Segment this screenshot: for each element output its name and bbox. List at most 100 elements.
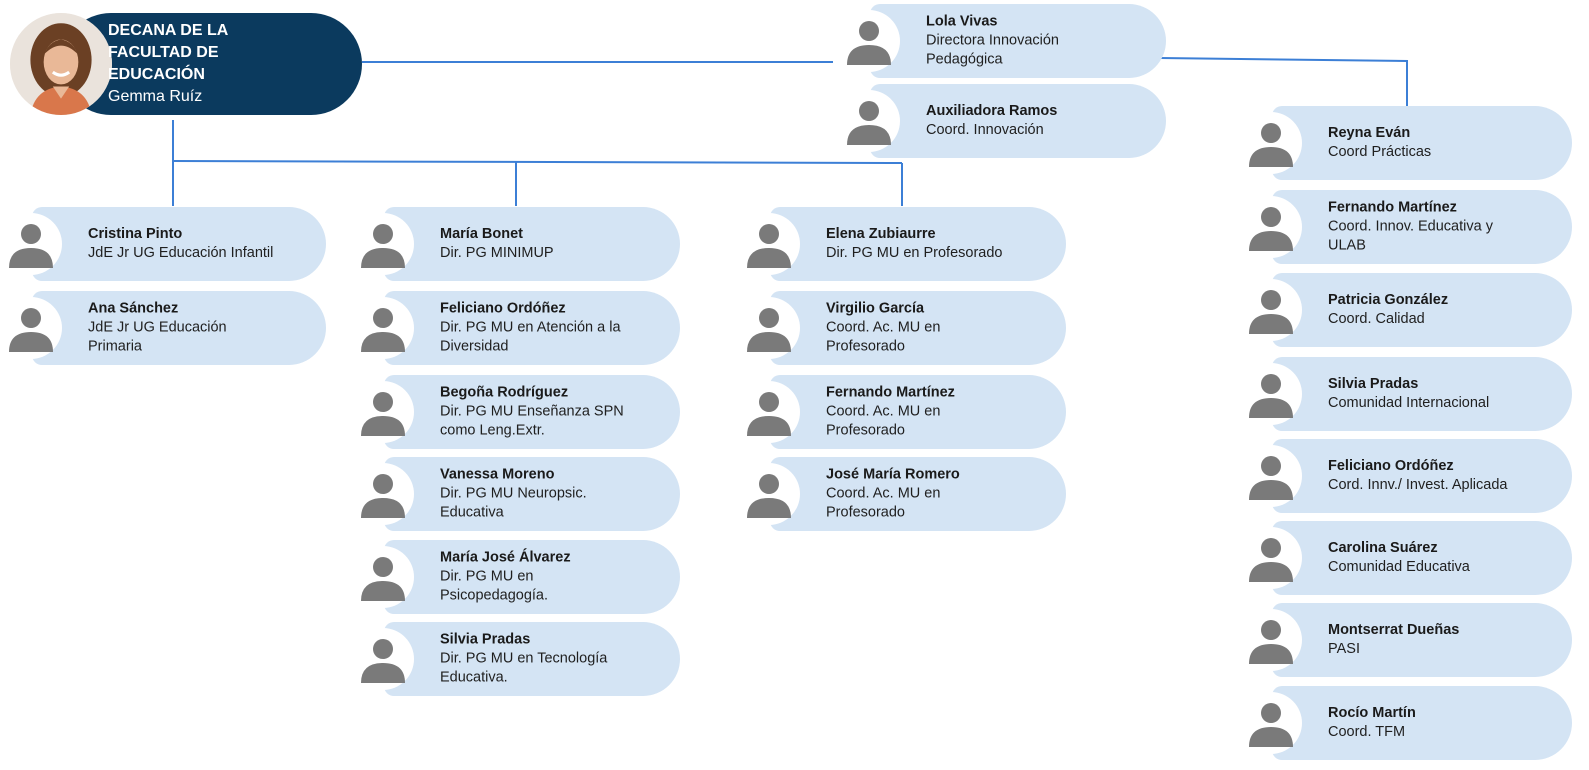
person-silhouette-icon [1240, 363, 1302, 425]
person-silhouette-icon [1240, 279, 1302, 341]
person-role-line: JdE Jr UG Educación Infantil [88, 245, 274, 261]
person-silhouette-icon [1240, 196, 1302, 258]
person-role-line: Coord. TFM [1328, 724, 1406, 740]
dean-title-line: FACULTAD DE [108, 44, 219, 61]
person-silhouette-icon [352, 297, 414, 359]
dean-title-line: DECANA DE LA [108, 22, 229, 39]
person-role-line: Coord. Ac. MU en [826, 485, 941, 502]
person-name: Silvia Pradas [1328, 376, 1419, 392]
person-silhouette-icon [352, 381, 414, 443]
person-name: Cristina Pinto [88, 226, 183, 242]
person-role-line: PASI [1328, 641, 1360, 657]
person-role-line: Educativa. [440, 669, 508, 686]
person-silhouette-icon [738, 213, 800, 275]
person-role-line: Profesorado [826, 422, 905, 439]
person-silhouette-icon [352, 463, 414, 525]
person-silhouette-icon [352, 546, 414, 608]
person-name: Feliciano Ordóñez [1328, 458, 1454, 474]
person-name: Auxiliadora Ramos [926, 103, 1058, 119]
person-name: Feliciano Ordóñez [440, 300, 566, 317]
person-role-line: Coord. Ac. MU en [826, 319, 941, 336]
person-name: Silvia Pradas [440, 631, 531, 648]
person-role-line: Dir. PG MU en [440, 568, 534, 585]
person-role-line: Coord. Ac. MU en [826, 403, 941, 420]
person-name: Fernando Martínez [1328, 199, 1457, 216]
person-silhouette-icon [1240, 609, 1302, 671]
person-name: Rocío Martín [1328, 705, 1416, 721]
person-role-line: Profesorado [826, 504, 905, 521]
person-role-line: Pedagógica [926, 51, 1003, 68]
person-role-line: ULAB [1328, 237, 1366, 254]
person-role-line: Coord. Calidad [1328, 311, 1425, 327]
person-name: Virgilio García [826, 300, 925, 317]
person-role-line: Psicopedagogía. [440, 587, 549, 604]
person-role-line: Diversidad [440, 338, 509, 355]
person-name: Fernando Martínez [826, 384, 955, 401]
person-role-line: Dir. PG MU en Atención a la [440, 319, 621, 336]
dean-text: DECANA DE LA FACULTAD DE EDUCACIÓN Gemma… [108, 20, 228, 108]
person-role-line: Dir. PG MU en Profesorado [826, 245, 1003, 261]
person-silhouette-icon [838, 90, 900, 152]
person-silhouette-icon [738, 381, 800, 443]
person-role-line: Comunidad Educativa [1328, 559, 1470, 575]
person-role-line: Directora Innovación [926, 32, 1059, 49]
person-silhouette-icon [1240, 527, 1302, 589]
dean-name: Gemma Ruíz [108, 88, 203, 105]
person-silhouette-icon [1240, 445, 1302, 507]
person-role-line: Coord. Innov. Educativa y [1328, 218, 1493, 235]
person-silhouette-icon [352, 628, 414, 690]
person-role-line: Dir. PG MU Enseñanza SPN [440, 403, 624, 420]
person-silhouette-icon [0, 297, 62, 359]
person-name: José María Romero [826, 466, 960, 483]
person-role-line: JdE Jr UG Educación [88, 319, 227, 336]
person-role-line: Coord. Innovación [926, 122, 1044, 138]
person-role-line: Dir. PG MU en Tecnología [440, 650, 608, 667]
person-name: Vanessa Moreno [440, 466, 555, 483]
person-name: Montserrat Dueñas [1328, 622, 1460, 638]
person-silhouette-icon [1240, 112, 1302, 174]
person-name: Reyna Eván [1328, 125, 1411, 141]
person-role-line: Comunidad Internacional [1328, 395, 1490, 411]
person-name: María José Álvarez [440, 549, 571, 566]
person-role-line: Dir. PG MU Neuropsic. [440, 485, 587, 502]
person-silhouette-icon [738, 463, 800, 525]
dean-photo [10, 13, 112, 115]
